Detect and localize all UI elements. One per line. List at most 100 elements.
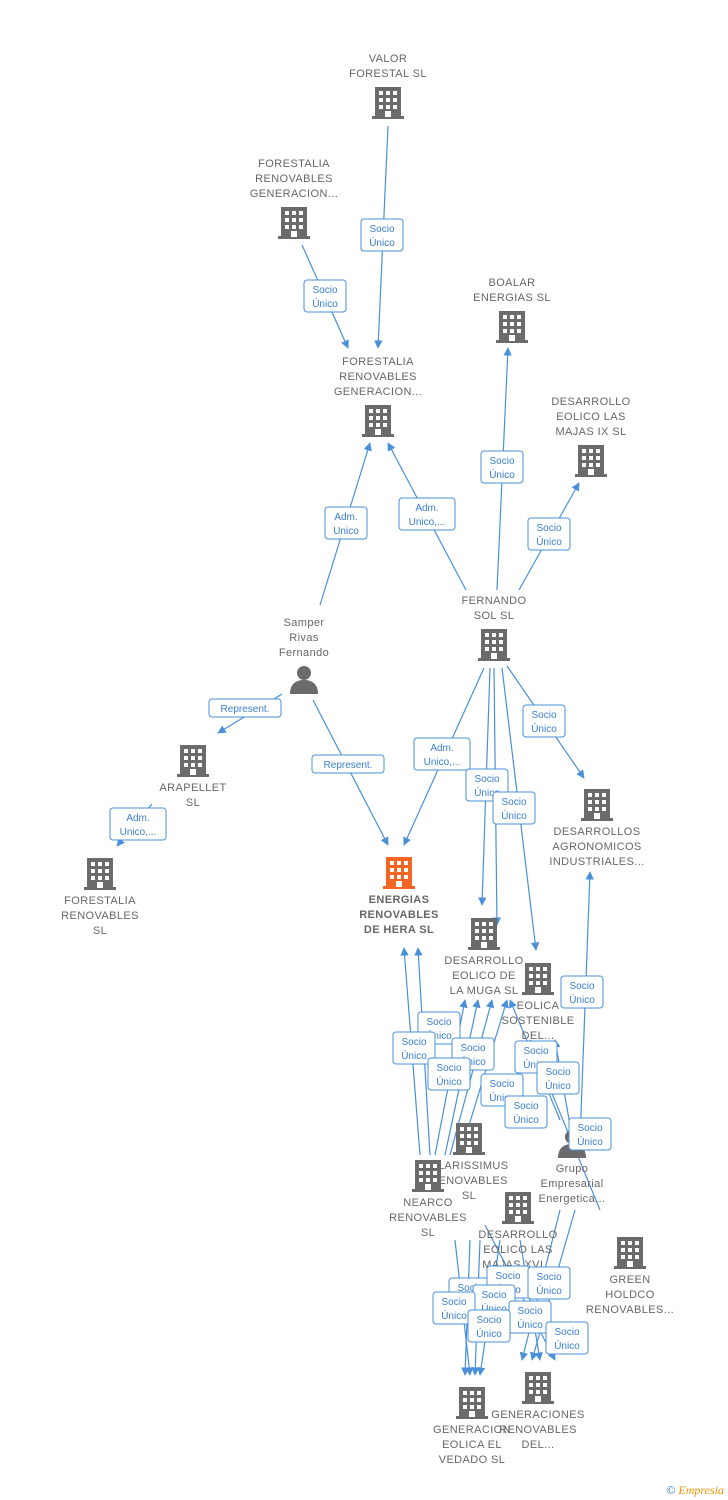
edge-label-text: Socio xyxy=(481,1290,506,1301)
edge-label-box xyxy=(208,698,282,718)
node-label-line: SL xyxy=(421,1227,435,1239)
node-label-line: DEL... xyxy=(522,1030,555,1042)
node-label-line: SL xyxy=(93,925,107,937)
edge-label-text: Socio xyxy=(426,1017,451,1028)
node-gendel[interactable]: GENERACIONESRENOVABLESDEL... xyxy=(491,1372,584,1451)
node-label-line: DESARROLLO xyxy=(444,955,523,967)
edge-label-l6[interactable]: Adm.Unico,... xyxy=(398,497,456,531)
edge-label-text: Socio xyxy=(545,1067,570,1078)
node-label-line: EOLICO LAS xyxy=(483,1244,552,1256)
edge-label-box xyxy=(527,1266,571,1300)
node-label-line: NEARCO xyxy=(403,1197,453,1209)
edge-label-box xyxy=(109,807,167,841)
node-grupo[interactable]: GrupoEmpresarialEnergetica... xyxy=(539,1130,606,1205)
node-label-line: Samper xyxy=(284,617,325,629)
empresia-footer[interactable]: © Empresia xyxy=(666,1483,724,1498)
building-icon xyxy=(522,1372,554,1404)
edge-label-text: Represent. xyxy=(221,704,270,715)
node-label-line: RENOVABLES xyxy=(339,371,417,383)
edge-label-text: Adm. xyxy=(126,813,149,824)
edge-label-box xyxy=(504,1095,548,1129)
edge-label-text: Único xyxy=(536,535,562,548)
edge-label-text: Adm. xyxy=(430,743,453,754)
node-label-line: SL xyxy=(462,1190,476,1202)
node-fr1[interactable]: FORESTALIARENOVABLESGENERACION... xyxy=(250,158,338,239)
node-label-line: CLARISSIMUS xyxy=(430,1160,509,1172)
building-icon xyxy=(522,963,554,995)
node-fr2[interactable]: FORESTALIARENOVABLESGENERACION... xyxy=(334,356,422,437)
edge-label-text: Único xyxy=(531,722,557,735)
node-label-line: Rivas xyxy=(289,632,319,644)
edge-label-l9[interactable]: Adm.Unico,... xyxy=(413,737,471,771)
edge-label-box xyxy=(467,1309,511,1343)
edge-label-l7[interactable]: Represent. xyxy=(208,698,282,718)
edge-label-text: Único xyxy=(312,297,338,310)
edge-label-text: Único xyxy=(536,1284,562,1297)
edge-label-l5[interactable]: Adm.Unico xyxy=(324,506,368,540)
edge-label-text: Socio xyxy=(495,1271,520,1282)
node-label-line: GENERACION... xyxy=(250,188,338,200)
node-label-line: FERNANDO xyxy=(462,595,527,607)
node-label-line: FORESTALIA xyxy=(64,895,136,907)
edge-label-text: Socio xyxy=(476,1315,501,1326)
edge-label-box xyxy=(536,1061,580,1095)
edge-label-text: Socio xyxy=(501,797,526,808)
building-icon xyxy=(581,789,613,821)
node-label-line: SL xyxy=(186,797,200,809)
edge-label-text: Unico,... xyxy=(120,827,157,838)
node-agro[interactable]: DESARROLLOSAGRONOMICOSINDUSTRIALES... xyxy=(549,789,644,868)
edge-label-l10[interactable]: Adm. Unico,... xyxy=(109,807,167,841)
edge-label-text: Único xyxy=(436,1075,462,1088)
edge-label-text: Único xyxy=(554,1339,580,1352)
node-label-line: RENOVABLES xyxy=(255,173,333,185)
building-icon xyxy=(84,858,116,890)
node-label-line: Empresarial xyxy=(540,1178,603,1190)
brand-name: mpresia xyxy=(685,1483,724,1497)
node-label-line: ENERGIAS SL xyxy=(473,292,551,304)
node-eolica[interactable]: EOLICASOSTENIBLEDEL... xyxy=(501,963,574,1042)
building-icon xyxy=(453,1123,485,1155)
node-green[interactable]: GREENHOLDCORENOVABLES... xyxy=(586,1237,674,1316)
edge-label-box xyxy=(392,1031,436,1065)
building-icon xyxy=(177,745,209,777)
edge-label-l8[interactable]: Represent. xyxy=(311,754,385,774)
edge-label-text: Socio xyxy=(369,224,394,235)
edge-label-text: Socio xyxy=(489,1079,514,1090)
node-label-line: INDUSTRIALES... xyxy=(549,856,644,868)
edge-label-box xyxy=(545,1321,589,1355)
edge-label-text: Único xyxy=(577,1135,603,1148)
node-label-line: Fernando xyxy=(279,647,329,659)
building-icon xyxy=(372,87,404,119)
